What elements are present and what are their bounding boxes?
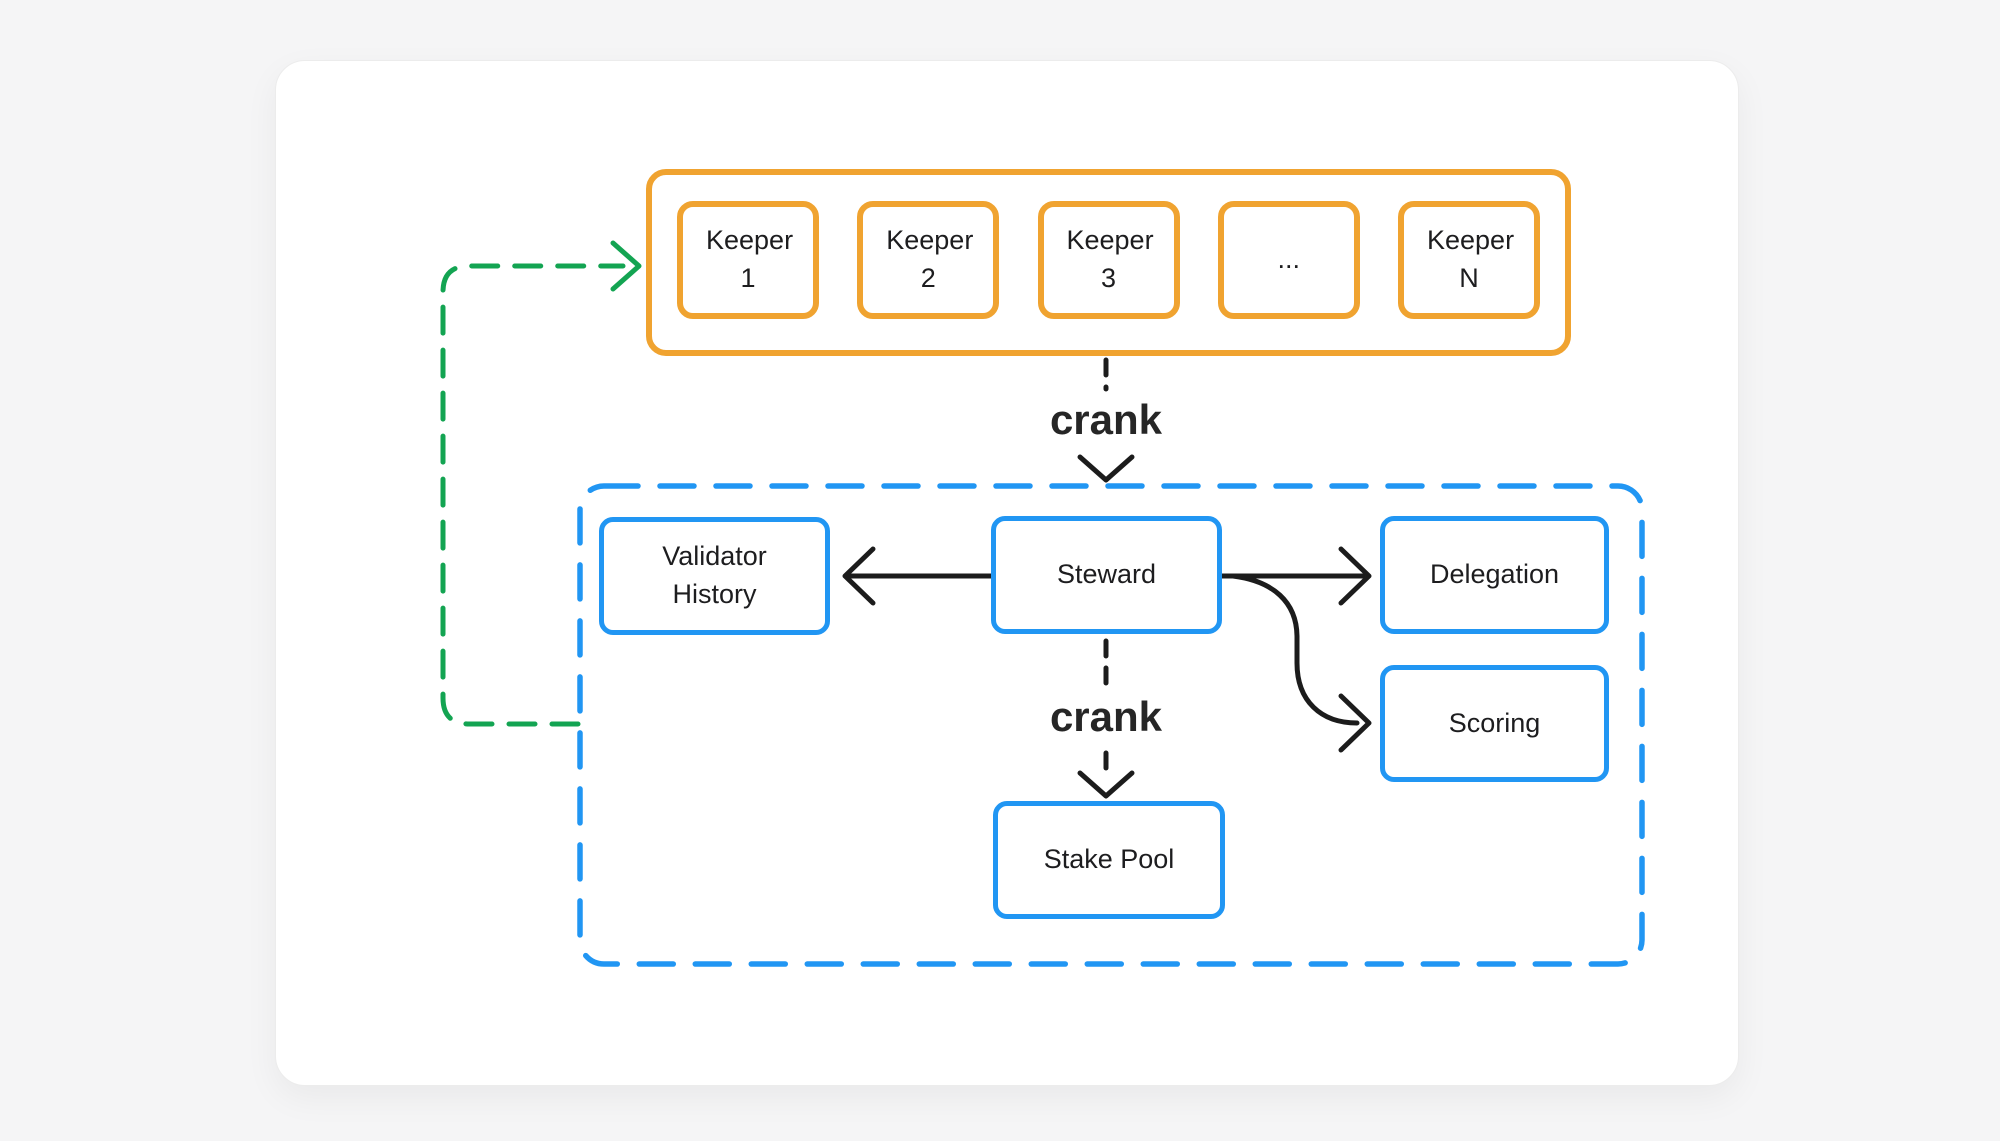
edge-steward-to-scoring	[1230, 573, 1372, 753]
keeper-n-box: Keeper N	[1398, 201, 1540, 319]
validator-history-node: Validator History	[599, 517, 830, 635]
delegation-node: Delegation	[1380, 516, 1609, 634]
crank-label-top: crank	[1049, 396, 1163, 443]
down-arrowhead-icon	[1077, 454, 1135, 483]
right-arrowhead-icon	[1338, 693, 1372, 753]
scoring-node: Scoring	[1380, 665, 1609, 782]
down-arrowhead-icon	[1077, 770, 1135, 799]
validator-history-label: Validator History	[662, 541, 767, 609]
edge-steward-to-validator-history	[842, 546, 994, 606]
keeper-1-label: Keeper 1	[706, 225, 794, 293]
steward-cluster-boundary	[577, 483, 1645, 967]
keeper-ellipsis-box: ...	[1217, 201, 1360, 319]
keeper-ellipsis-label: ...	[1277, 244, 1300, 275]
steward-label: Steward	[1056, 559, 1157, 590]
right-arrowhead-icon	[1338, 546, 1372, 606]
stake-pool-label: Stake Pool	[1043, 844, 1175, 875]
left-arrowhead-icon	[842, 546, 876, 606]
steward-node: Steward	[991, 516, 1222, 634]
stake-pool-node: Stake Pool	[993, 801, 1225, 919]
green-arrowhead-icon	[610, 240, 642, 292]
crank-label-bottom: crank	[1049, 693, 1163, 740]
keeper-2-label: Keeper 2	[886, 225, 974, 293]
diagram-card: Keeper 1 Keeper 2 Keeper 3 ... Keeper N …	[275, 60, 1739, 1086]
keeper-cluster: Keeper 1 Keeper 2 Keeper 3 ... Keeper N	[646, 169, 1571, 356]
crank-edge-bottom	[1077, 638, 1135, 799]
keeper-n-label: Keeper N	[1427, 225, 1515, 293]
keeper-3-label: Keeper 3	[1066, 225, 1154, 293]
green-feedback-edge	[440, 240, 642, 727]
scoring-label: Scoring	[1448, 707, 1541, 738]
keeper-3-box: Keeper 3	[1037, 201, 1180, 319]
delegation-label: Delegation	[1429, 559, 1560, 590]
keeper-1-box: Keeper 1	[677, 201, 819, 319]
crank-edge-top	[1077, 357, 1135, 483]
keeper-2-box: Keeper 2	[857, 201, 1000, 319]
